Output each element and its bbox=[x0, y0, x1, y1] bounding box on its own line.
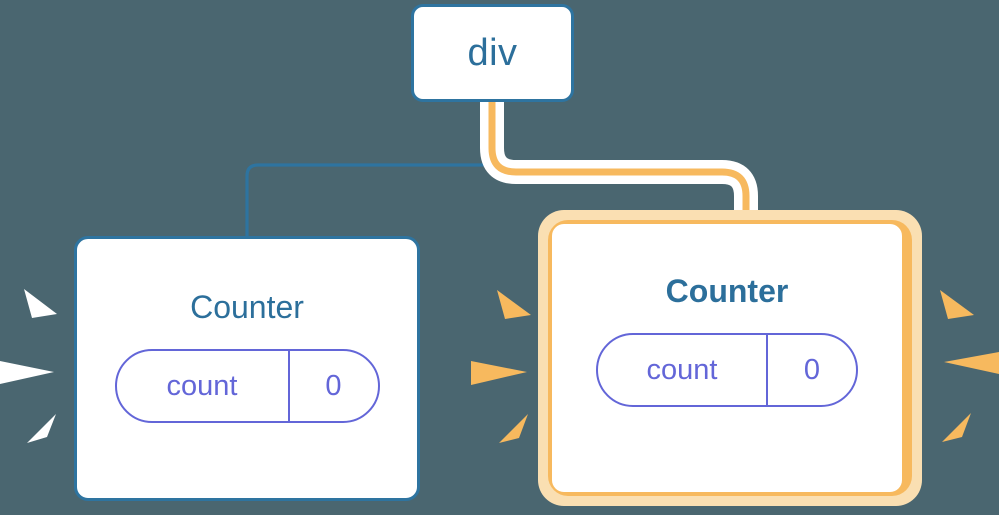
node-div-label: div bbox=[467, 32, 518, 74]
node-div[interactable]: div bbox=[411, 4, 574, 102]
node-counter-right-title: Counter bbox=[665, 273, 789, 309]
node-counter-right[interactable]: Counter count 0 bbox=[552, 224, 902, 492]
prop-name-count-left: count bbox=[117, 351, 290, 421]
sparkle-icon-left-node-left bbox=[0, 289, 57, 443]
prop-value-count-right: 0 bbox=[803, 353, 821, 386]
node-counter-left[interactable]: Counter count 0 bbox=[74, 236, 420, 501]
node-counter-left-title: Counter bbox=[190, 289, 304, 325]
connector-div-to-counter-left bbox=[245, 100, 494, 238]
sparkle-icon-right-node-right bbox=[940, 290, 999, 442]
prop-pill-count-left[interactable]: count 0 bbox=[114, 349, 380, 423]
prop-name-count-right: count bbox=[598, 335, 768, 405]
prop-pill-count-right[interactable]: count 0 bbox=[596, 333, 858, 407]
prop-value-count-left: 0 bbox=[325, 369, 342, 402]
sparkle-icon-left-node-right bbox=[471, 290, 531, 443]
